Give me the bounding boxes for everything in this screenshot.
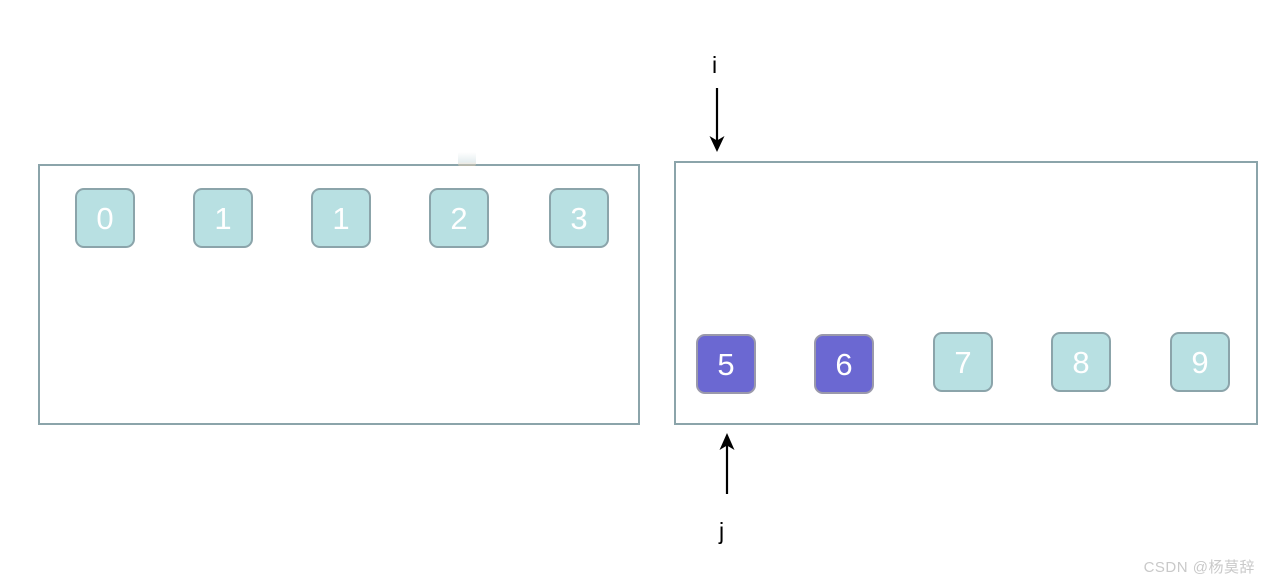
left-array-cell-0[interactable]: 0 <box>75 188 135 248</box>
left-array-cell-2[interactable]: 1 <box>311 188 371 248</box>
pointer-i-arrow-down-icon <box>709 88 725 152</box>
right-array-cell-2[interactable]: 7 <box>933 332 993 392</box>
right-array-cell-4[interactable]: 9 <box>1170 332 1230 392</box>
right-array-cell-0[interactable]: 5 <box>696 334 756 394</box>
right-array-cell-1[interactable]: 6 <box>814 334 874 394</box>
left-array-cell-4[interactable]: 3 <box>549 188 609 248</box>
faint-artifact-mark <box>458 152 476 166</box>
pointer-j-label: j <box>719 518 725 544</box>
left-array-cell-1[interactable]: 1 <box>193 188 253 248</box>
pointer-j-arrow-up-icon <box>719 433 735 494</box>
pointer-i-label: i <box>712 52 718 78</box>
left-array-cell-3[interactable]: 2 <box>429 188 489 248</box>
watermark-text: CSDN @杨莫辞 <box>1143 559 1255 576</box>
right-array-cell-3[interactable]: 8 <box>1051 332 1111 392</box>
